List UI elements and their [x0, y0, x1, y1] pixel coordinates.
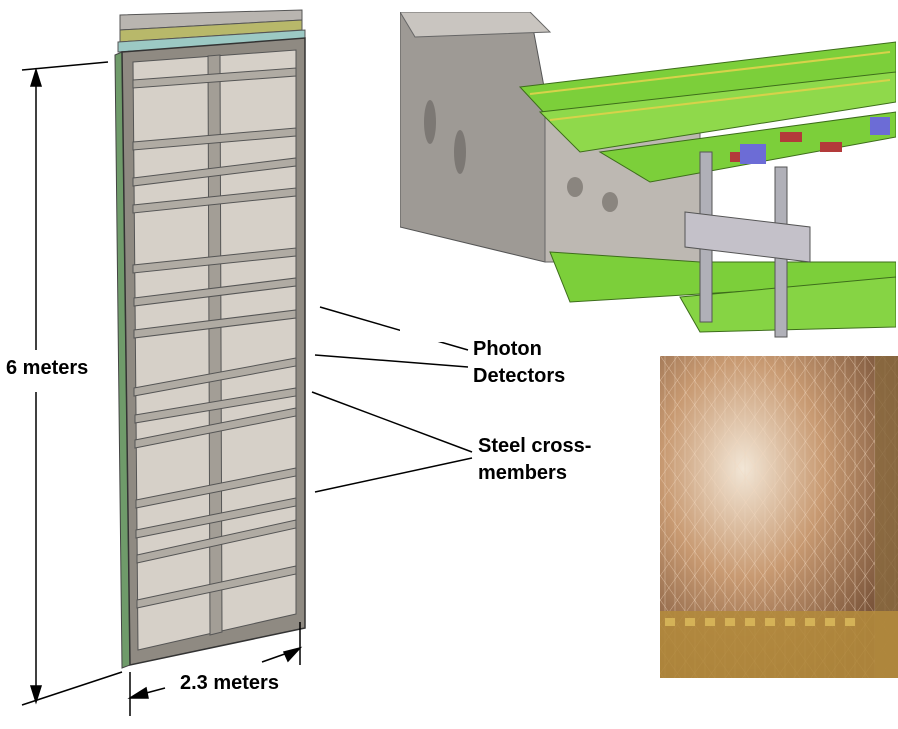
- width-dimension: [127, 622, 303, 716]
- photon-detector-electronics-render: [400, 12, 896, 342]
- height-label: 6 meters: [6, 357, 89, 379]
- photon-detectors-line-2: Detectors: [473, 365, 566, 387]
- callout-lines: [311, 306, 473, 493]
- width-label: 2.3 meters: [180, 672, 279, 694]
- cross-members: [132, 67, 297, 609]
- steel-cross-members-line-1: Steel cross-: [478, 435, 592, 457]
- wire-mesh-photo: [660, 356, 898, 678]
- photon-detectors-line-1: Photon: [473, 338, 542, 360]
- steel-cross-members-label: Steel cross- members: [478, 433, 591, 487]
- photon-detectors-label: Photon Detectors: [473, 336, 565, 390]
- steel-cross-members-line-2: members: [478, 462, 567, 484]
- height-dimension: [21, 61, 123, 706]
